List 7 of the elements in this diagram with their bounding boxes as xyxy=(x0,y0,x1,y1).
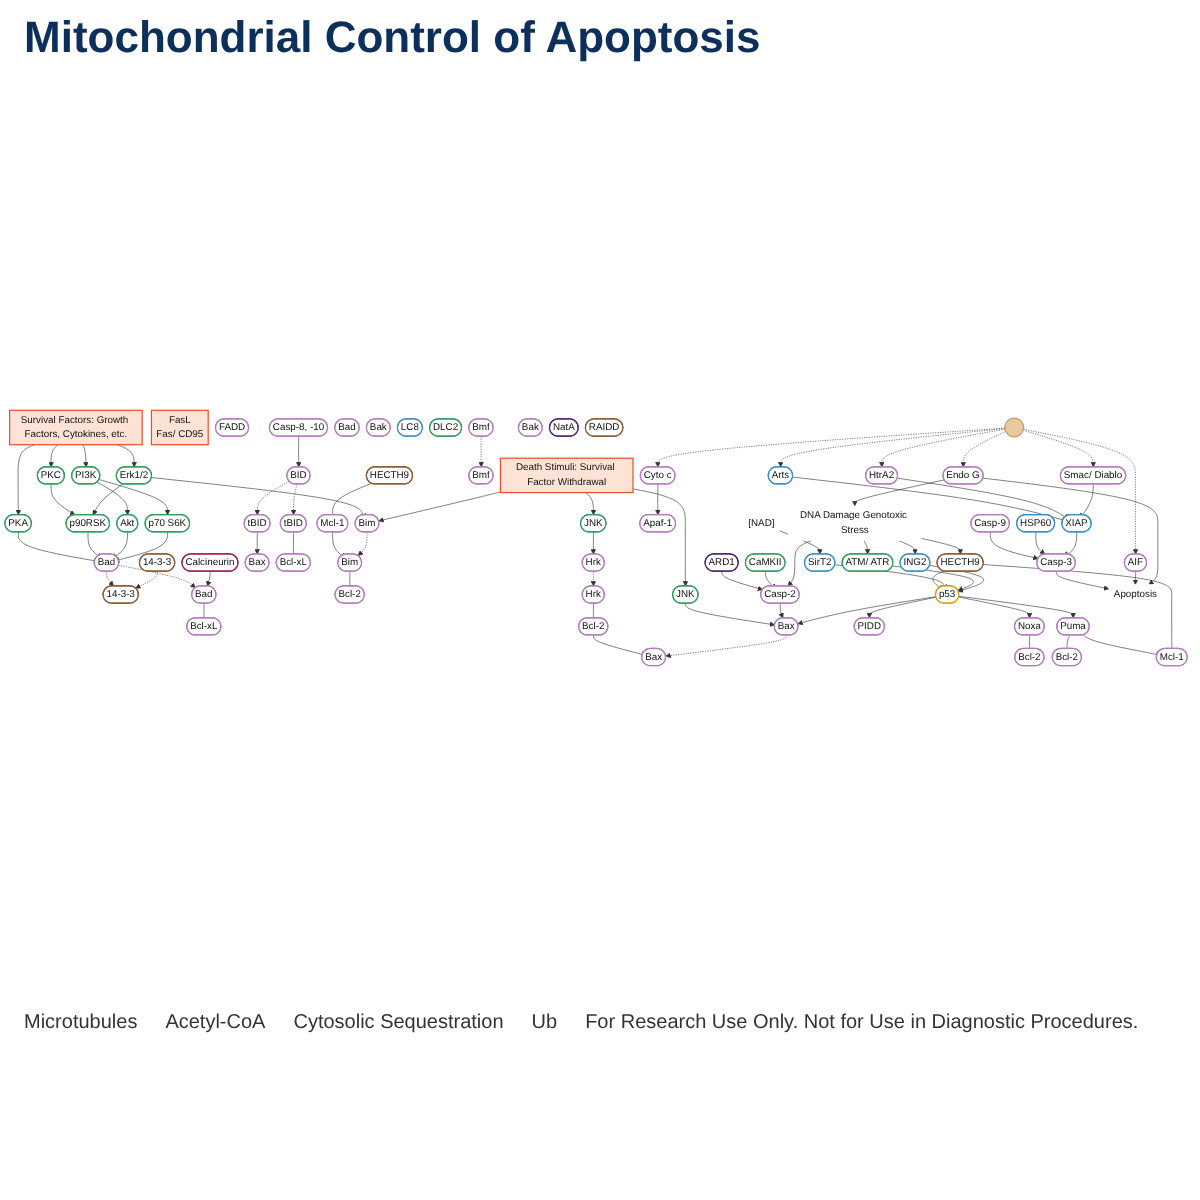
note-text: Microtubules xyxy=(24,1012,138,1034)
note-text: Ub xyxy=(531,1012,558,1034)
note-text: Acetyl-CoA xyxy=(165,1012,266,1034)
title: Mitochondrial Control of Apoptosis xyxy=(24,12,763,64)
note-text: For Research Use Only. Not for Use in Diagnostic Procedures. xyxy=(585,1012,1139,1034)
node-circle xyxy=(1004,417,1025,438)
note-text: Cytosolic Sequestration xyxy=(293,1012,504,1034)
